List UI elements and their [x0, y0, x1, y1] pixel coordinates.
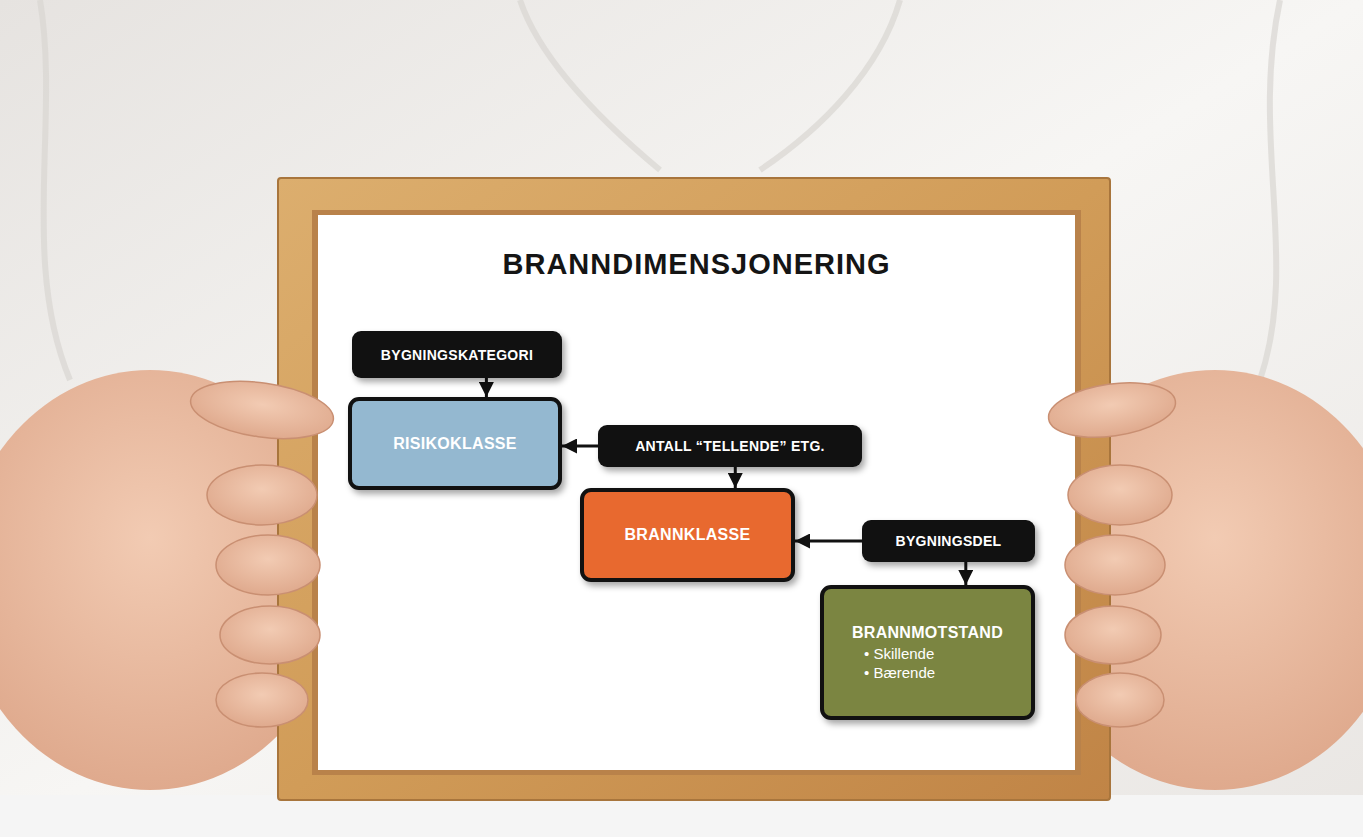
callout-pointer	[734, 467, 737, 488]
left-finger	[207, 465, 317, 525]
box-heading: BRANNMOTSTAND	[852, 624, 1003, 642]
bullet-list: • Skillende• Bærende	[838, 644, 1017, 682]
box-heading: RISIKOKLASSE	[393, 435, 517, 453]
table	[0, 795, 1363, 837]
callout-pointer	[485, 378, 488, 397]
callout-text: ANTALL “TELLENDE” ETG.	[635, 438, 825, 454]
right-finger	[1076, 673, 1164, 727]
left-thumb	[187, 373, 337, 447]
right-thumb	[1045, 375, 1179, 444]
white-board	[318, 215, 1075, 770]
class-box: RISIKOKLASSE	[348, 397, 562, 490]
callout-text: BYGNINGSKATEGORI	[381, 347, 533, 363]
right-finger	[1065, 535, 1165, 595]
wooden-frame	[278, 178, 1110, 800]
class-box: BRANNKLASSE	[580, 488, 795, 582]
callout-text: BYGNINGSDEL	[896, 533, 1002, 549]
diagram-title: BRANNDIMENSJONERING	[318, 248, 1075, 281]
right-hand	[1045, 375, 1179, 727]
right-finger	[1068, 465, 1172, 525]
left-finger	[220, 606, 320, 664]
bullet-item: • Bærende	[864, 663, 1017, 682]
callout-bubble: ANTALL “TELLENDE” ETG.	[598, 425, 862, 467]
class-box: BRANNMOTSTAND • Skillende• Bærende	[820, 585, 1035, 720]
callout-bubble: BYGNINGSDEL	[862, 520, 1035, 562]
callout-bubble: BYGNINGSKATEGORI	[352, 331, 562, 378]
left-hand	[187, 373, 337, 727]
right-finger	[1065, 606, 1161, 664]
bullet-item: • Skillende	[864, 644, 1017, 663]
box-heading: BRANNKLASSE	[625, 526, 751, 544]
left-finger	[216, 673, 308, 727]
callout-pointer	[964, 562, 967, 585]
callout-pointer	[562, 445, 598, 448]
frame-bevel	[312, 210, 1081, 775]
left-finger	[216, 535, 320, 595]
callout-pointer	[795, 540, 862, 543]
